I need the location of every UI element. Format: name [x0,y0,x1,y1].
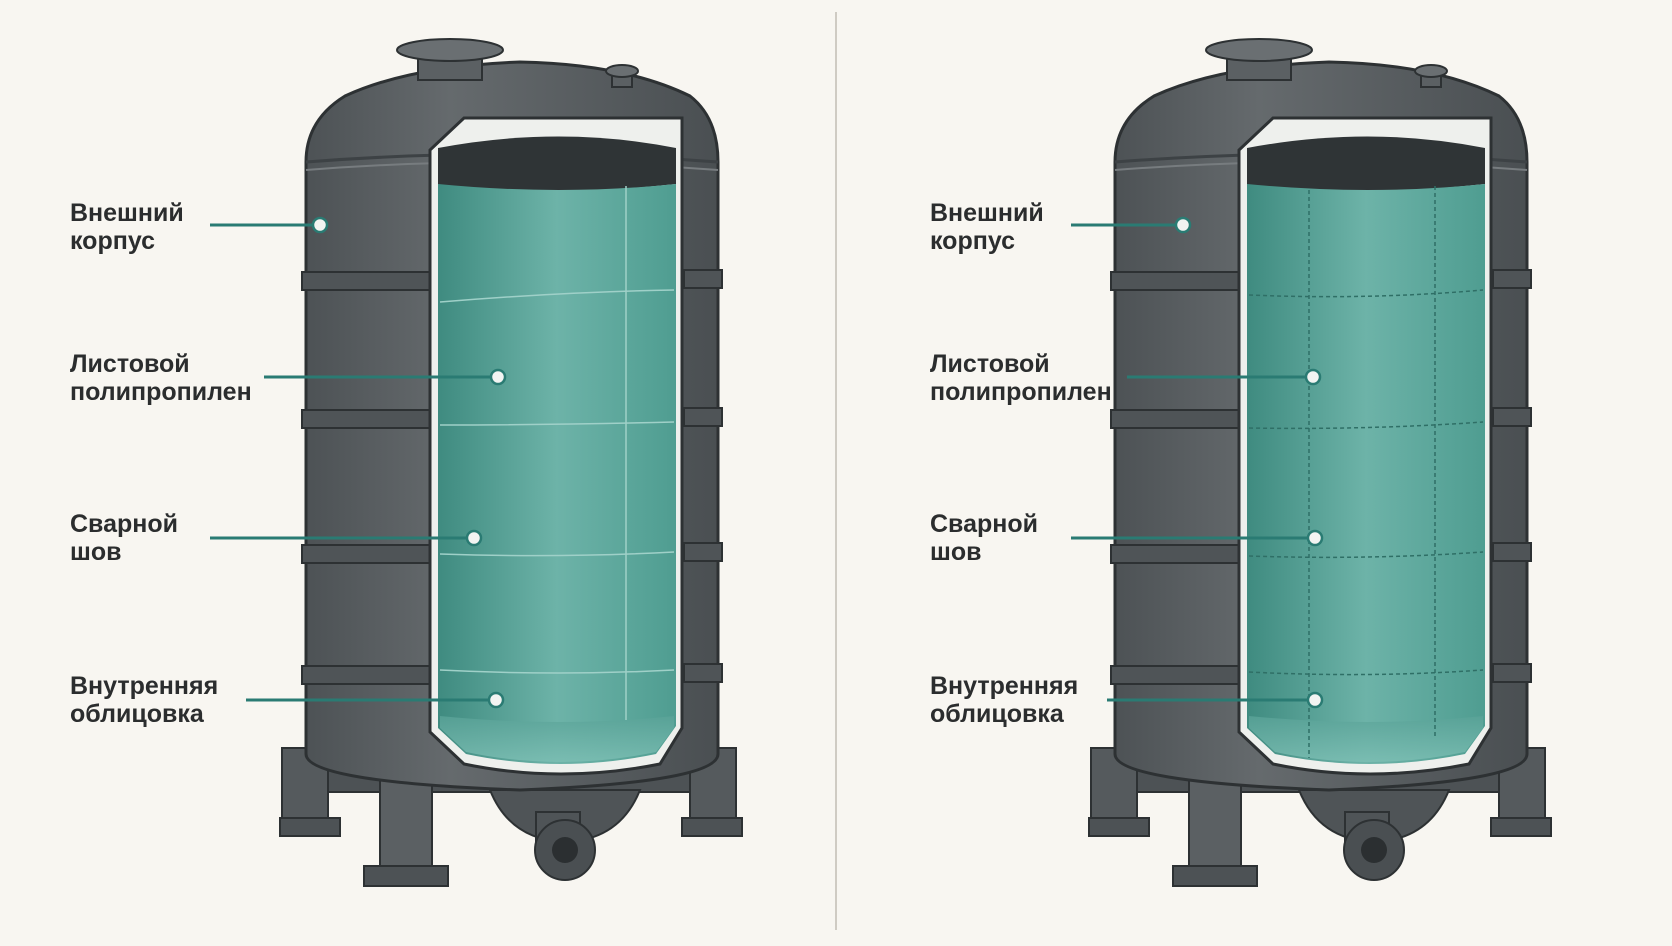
label-line: Внутренняя [930,672,1079,700]
label-outer-shell-right: Внешний корпус [930,199,1044,255]
label-line: корпус [70,227,156,255]
tank-nozzles [396,38,639,88]
cutaway-lining [1237,116,1493,776]
label-line: Листовой [70,350,190,378]
tank-left [210,38,743,887]
label-sheet-polypropylene-left: Листовой полипропилен [70,350,252,406]
shell-ribs [1110,269,1532,685]
label-weld-seam-left: Сварной шов [70,510,178,566]
label-outer-shell-left: Внешний корпус [70,199,184,255]
label-line: полипропилен [930,378,1112,406]
label-weld-seam-right: Сварной шов [930,510,1038,566]
label-line: Сварной [930,510,1039,538]
label-inner-lining-left: Внутренняя облицовка [70,672,218,728]
tank-nozzles [1205,38,1448,88]
label-line: облицовка [70,700,204,728]
weld-seams [1248,186,1484,758]
label-inner-lining-right: Внутренняя облицовка [930,672,1078,728]
label-line: шов [930,538,982,566]
label-line: шов [70,538,122,566]
label-line: Внутренняя [70,672,219,700]
tank-base [279,747,743,887]
leader-lines [1071,223,1313,702]
tank-right [1071,38,1552,887]
label-line: Сварной [70,510,179,538]
leader-dots [311,216,507,709]
label-sheet-polypropylene-right: Листовой полипропилен [930,350,1112,406]
weld-seams [439,186,675,720]
label-line: облицовка [930,700,1064,728]
label-line: корпус [930,227,1016,255]
label-line: Внешний [930,199,1044,227]
label-line: полипропилен [70,378,252,406]
label-line: Листовой [930,350,1050,378]
leader-dots [1174,216,1324,709]
label-line: Внешний [70,199,184,227]
shell-ribs [301,269,723,685]
cutaway-lining [428,116,684,776]
leader-lines [210,223,496,702]
